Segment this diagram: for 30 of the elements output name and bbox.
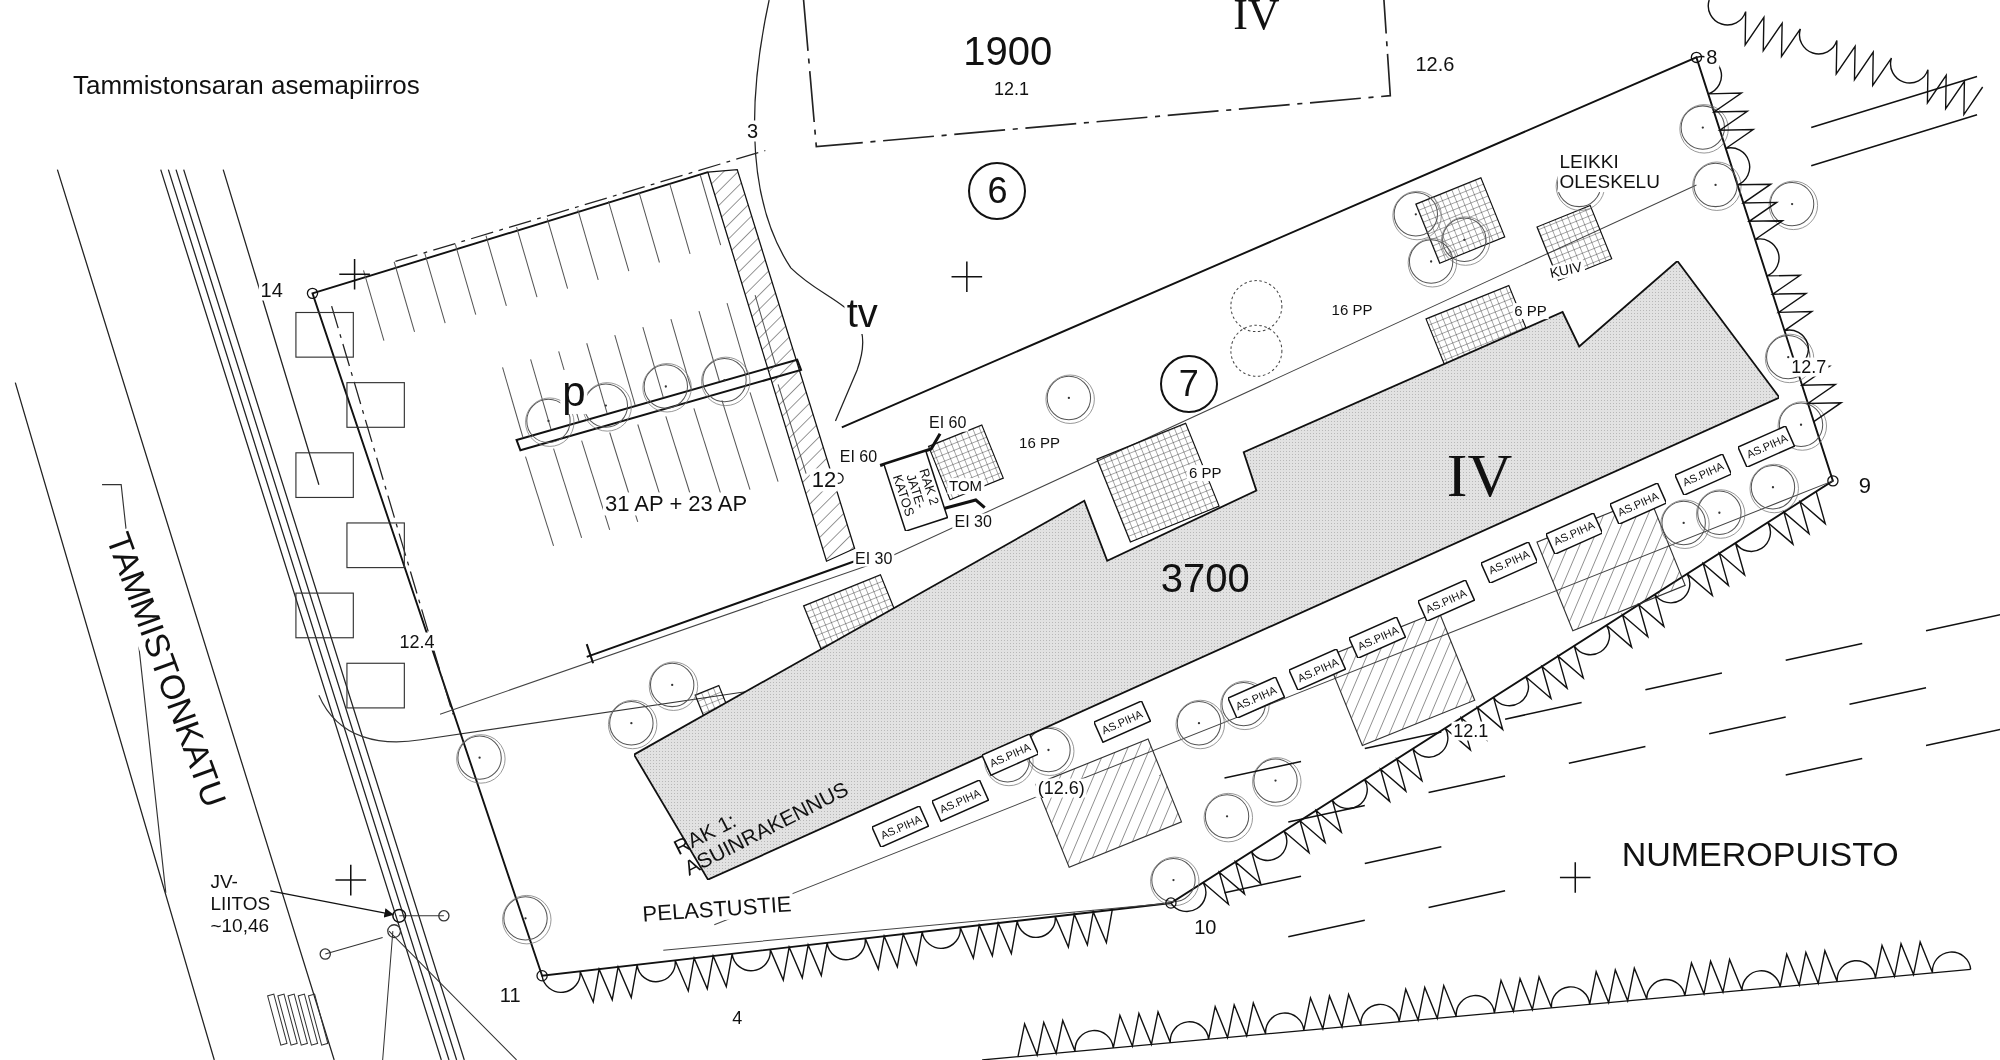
connection-label: JV-LIITOS ~10,46 bbox=[210, 871, 271, 937]
block-number-circle bbox=[1159, 354, 1218, 413]
point-number: 3 bbox=[745, 120, 761, 142]
area-label: TOM bbox=[947, 478, 985, 494]
block-number: 6 bbox=[987, 173, 1008, 210]
map-title: Tammistonsaran asemapiirros bbox=[73, 70, 420, 101]
elevation-label: (12.6) bbox=[1035, 778, 1087, 798]
yard-box bbox=[1609, 483, 1666, 525]
zone-label: p bbox=[560, 369, 588, 414]
block-number-circle bbox=[968, 162, 1027, 221]
yard-box bbox=[981, 734, 1039, 776]
parking-count: 6 PP bbox=[1512, 303, 1549, 320]
fire-rating-label: EI 30 bbox=[952, 513, 994, 531]
yard-box bbox=[1349, 617, 1406, 659]
shelter-label: RAK 2 JATE- KATOS bbox=[889, 465, 942, 518]
elevation-label: 12.4 bbox=[397, 632, 437, 651]
area-label: LEIKKI OLESKELU bbox=[1557, 152, 1662, 193]
parking-count: 16 PP bbox=[1329, 302, 1375, 318]
leader-line bbox=[269, 890, 394, 918]
elevation-label: 12.7 bbox=[1789, 357, 1829, 377]
point-number: 12 bbox=[809, 468, 839, 492]
manhole-symbol bbox=[392, 908, 407, 923]
fire-rating-label: EI 30 bbox=[853, 550, 895, 568]
fire-rating-label: EI 60 bbox=[927, 415, 969, 432]
parking-count: 6 PP bbox=[1187, 465, 1224, 482]
area-figure: 3700 bbox=[1160, 556, 1250, 599]
yard-box bbox=[1545, 512, 1603, 554]
block-number: 7 bbox=[1178, 365, 1199, 402]
elevation-label: 12.1 bbox=[1451, 721, 1491, 741]
roman-numeral: IV bbox=[1446, 443, 1513, 509]
